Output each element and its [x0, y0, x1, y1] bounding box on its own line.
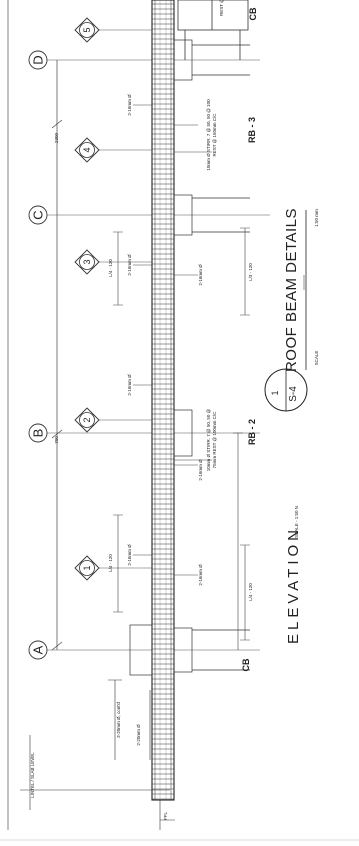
bay-marker-label: 1 — [82, 565, 92, 570]
beam-body — [151, 0, 175, 801]
span-cd-label: 2300 — [54, 132, 59, 143]
svg-text:A: A — [31, 645, 46, 654]
note-top-bar-1: 2-16mm Ø — [127, 544, 132, 566]
title-scale-small: SCALE — [314, 351, 319, 366]
cb-right-section — [177, 0, 249, 60]
bay-marker-3: 3 — [74, 249, 152, 275]
svg-text:ELEVATION: ELEVATION — [285, 526, 302, 644]
stirrup-note-top: REST @ 150mm C/C — [219, 0, 224, 16]
bay-marker-2: 2 — [74, 407, 152, 433]
stirrup-rb2-line2: 75mm REST @ 100mm C/C — [212, 411, 217, 468]
leader-lines — [133, 104, 212, 576]
svg-text:D: D — [31, 55, 46, 64]
span-ab-label: 700 — [54, 436, 59, 444]
svg-text:SCALE - 1:50 N: SCALE - 1:50 N — [294, 506, 299, 538]
bay-marker-4: 4 — [74, 137, 152, 163]
stirrup-rb2-line1: 10mm Ø STIRR. 7 @ 50, 50 @ — [206, 408, 211, 471]
note-lintel: LINTEL / SLAB LEVEL — [30, 752, 35, 798]
stirrup-rb3-line1: 10mm Ø STIRR. 7 @ 50, 50 @ 100 — [206, 99, 211, 171]
grid-bubble-b: B — [28, 423, 48, 443]
bay-marker-label: 4 — [82, 147, 92, 152]
left-extension — [20, 679, 175, 830]
title-sheet: S-4 — [288, 386, 299, 402]
title-block: 1 S-4 ROOF BEAM DETAILS SCALE 1:50 mm — [264, 208, 319, 412]
note-top-bar-4: 2-16mm Ø — [127, 94, 132, 116]
lap-dim-4: L/3 - 120 — [248, 263, 253, 281]
note-top-bar-2: 2-16mm Ø — [127, 374, 132, 396]
beam-mark-cb-left: CB — [241, 658, 251, 671]
bay-marker-5: 5 — [74, 17, 152, 43]
lap-dim-3: L/4 - 120 — [108, 259, 113, 277]
note-top-bar-3: 2-16mm Ø — [127, 254, 132, 276]
beam-mark-rb3: RB - 3 — [247, 117, 257, 143]
bay-marker-label: 2 — [82, 417, 92, 422]
bay-marker-label: 5 — [82, 27, 92, 32]
title-number: 1 — [270, 390, 280, 395]
grid-bubble-c: C — [28, 205, 48, 225]
lap-brackets-bottom — [233, 227, 250, 650]
note-bot-bar-1: 2-16mm Ø — [198, 564, 203, 586]
lap-dim-1: L/4 - 120 — [108, 554, 113, 572]
note-ext-bar: 3-20mm Ø, cont'd — [116, 702, 121, 738]
note-bot-bar-3: 2-16mm Ø — [198, 264, 203, 286]
support-columns — [129, 39, 250, 676]
elevation-label: ELEVATION SCALE - 1:50 N — [285, 506, 302, 644]
note-ext-bot: 2-20mm Ø — [136, 724, 141, 746]
grid-bubble-d: D — [28, 50, 48, 70]
svg-text:C: C — [31, 210, 46, 219]
lap-brackets-top — [113, 231, 123, 613]
grid-bubble-a: A — [28, 640, 48, 660]
title-text: ROOF BEAM DETAILS — [283, 208, 300, 372]
title-scale-note: 1:50 mm — [314, 209, 319, 227]
beam-mark-rb2: RB - 2 — [247, 419, 257, 445]
lap-dim-2: L/4 - 120 — [248, 583, 253, 601]
beam-mark-cb-right: CB — [248, 7, 258, 20]
note-bot-bar-2: 2-16mm Ø — [198, 459, 203, 481]
stirrup-hatching — [152, 3, 174, 800]
svg-text:B: B — [31, 429, 46, 438]
bay-marker-label: 3 — [82, 259, 92, 264]
stirrup-rb3-line2: REST @ 150mm C/C — [212, 113, 217, 157]
bay-marker-1: 1 — [74, 555, 152, 581]
note-ffl: FFL — [163, 812, 168, 820]
